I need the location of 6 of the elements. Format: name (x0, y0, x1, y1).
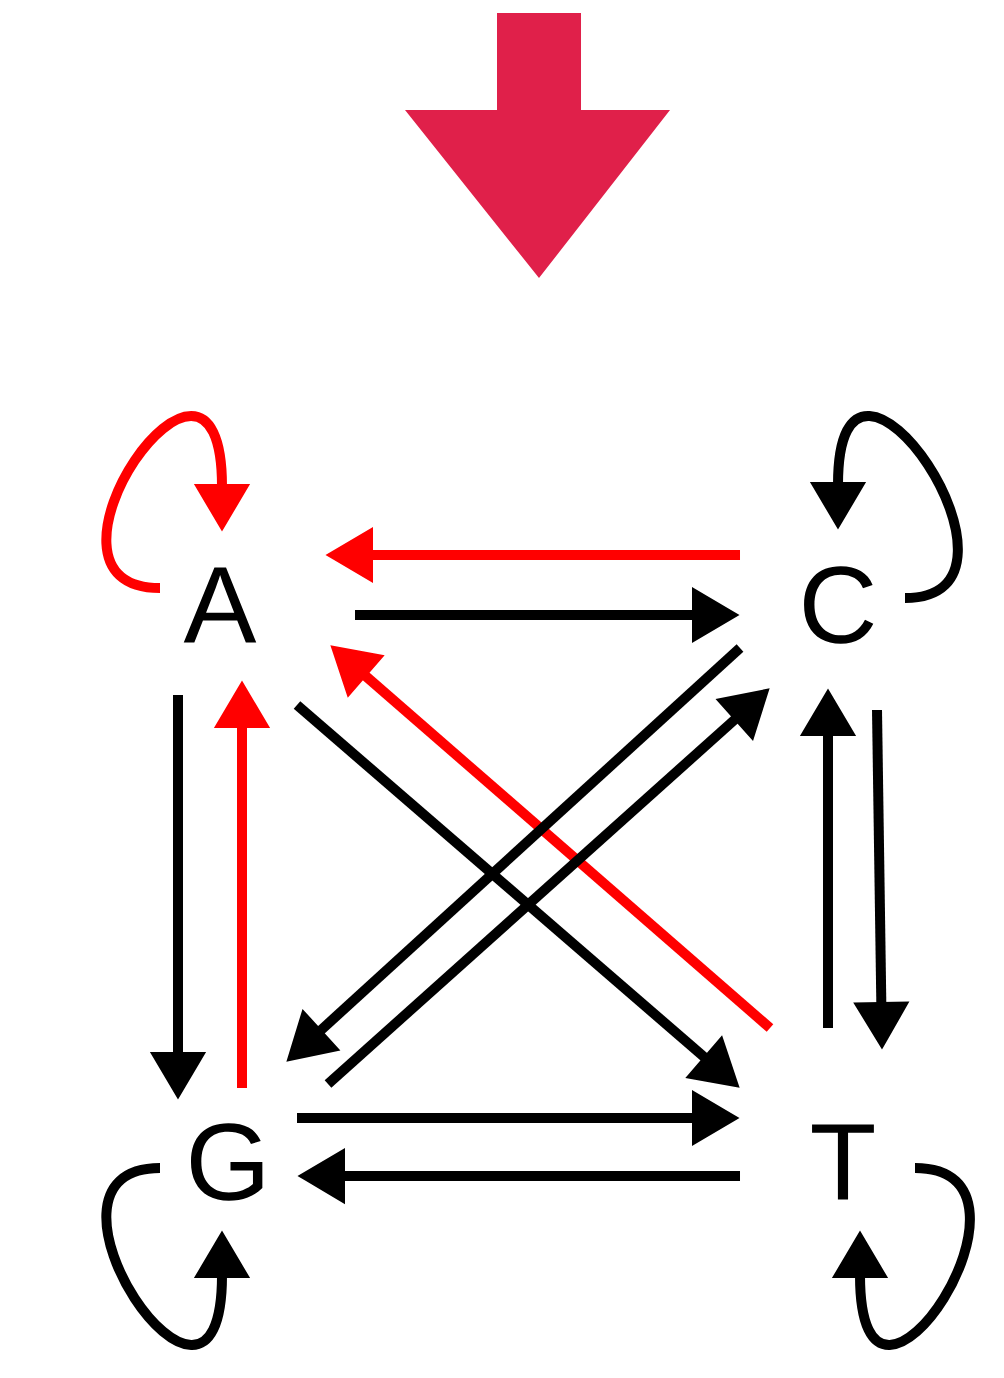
letter: C (804, 566, 874, 644)
letter: G (191, 1123, 263, 1201)
loop-arrow (831, 1163, 975, 1350)
loop-arrow (101, 411, 251, 593)
letter: A (183, 567, 257, 643)
letter: T (812, 1124, 874, 1200)
